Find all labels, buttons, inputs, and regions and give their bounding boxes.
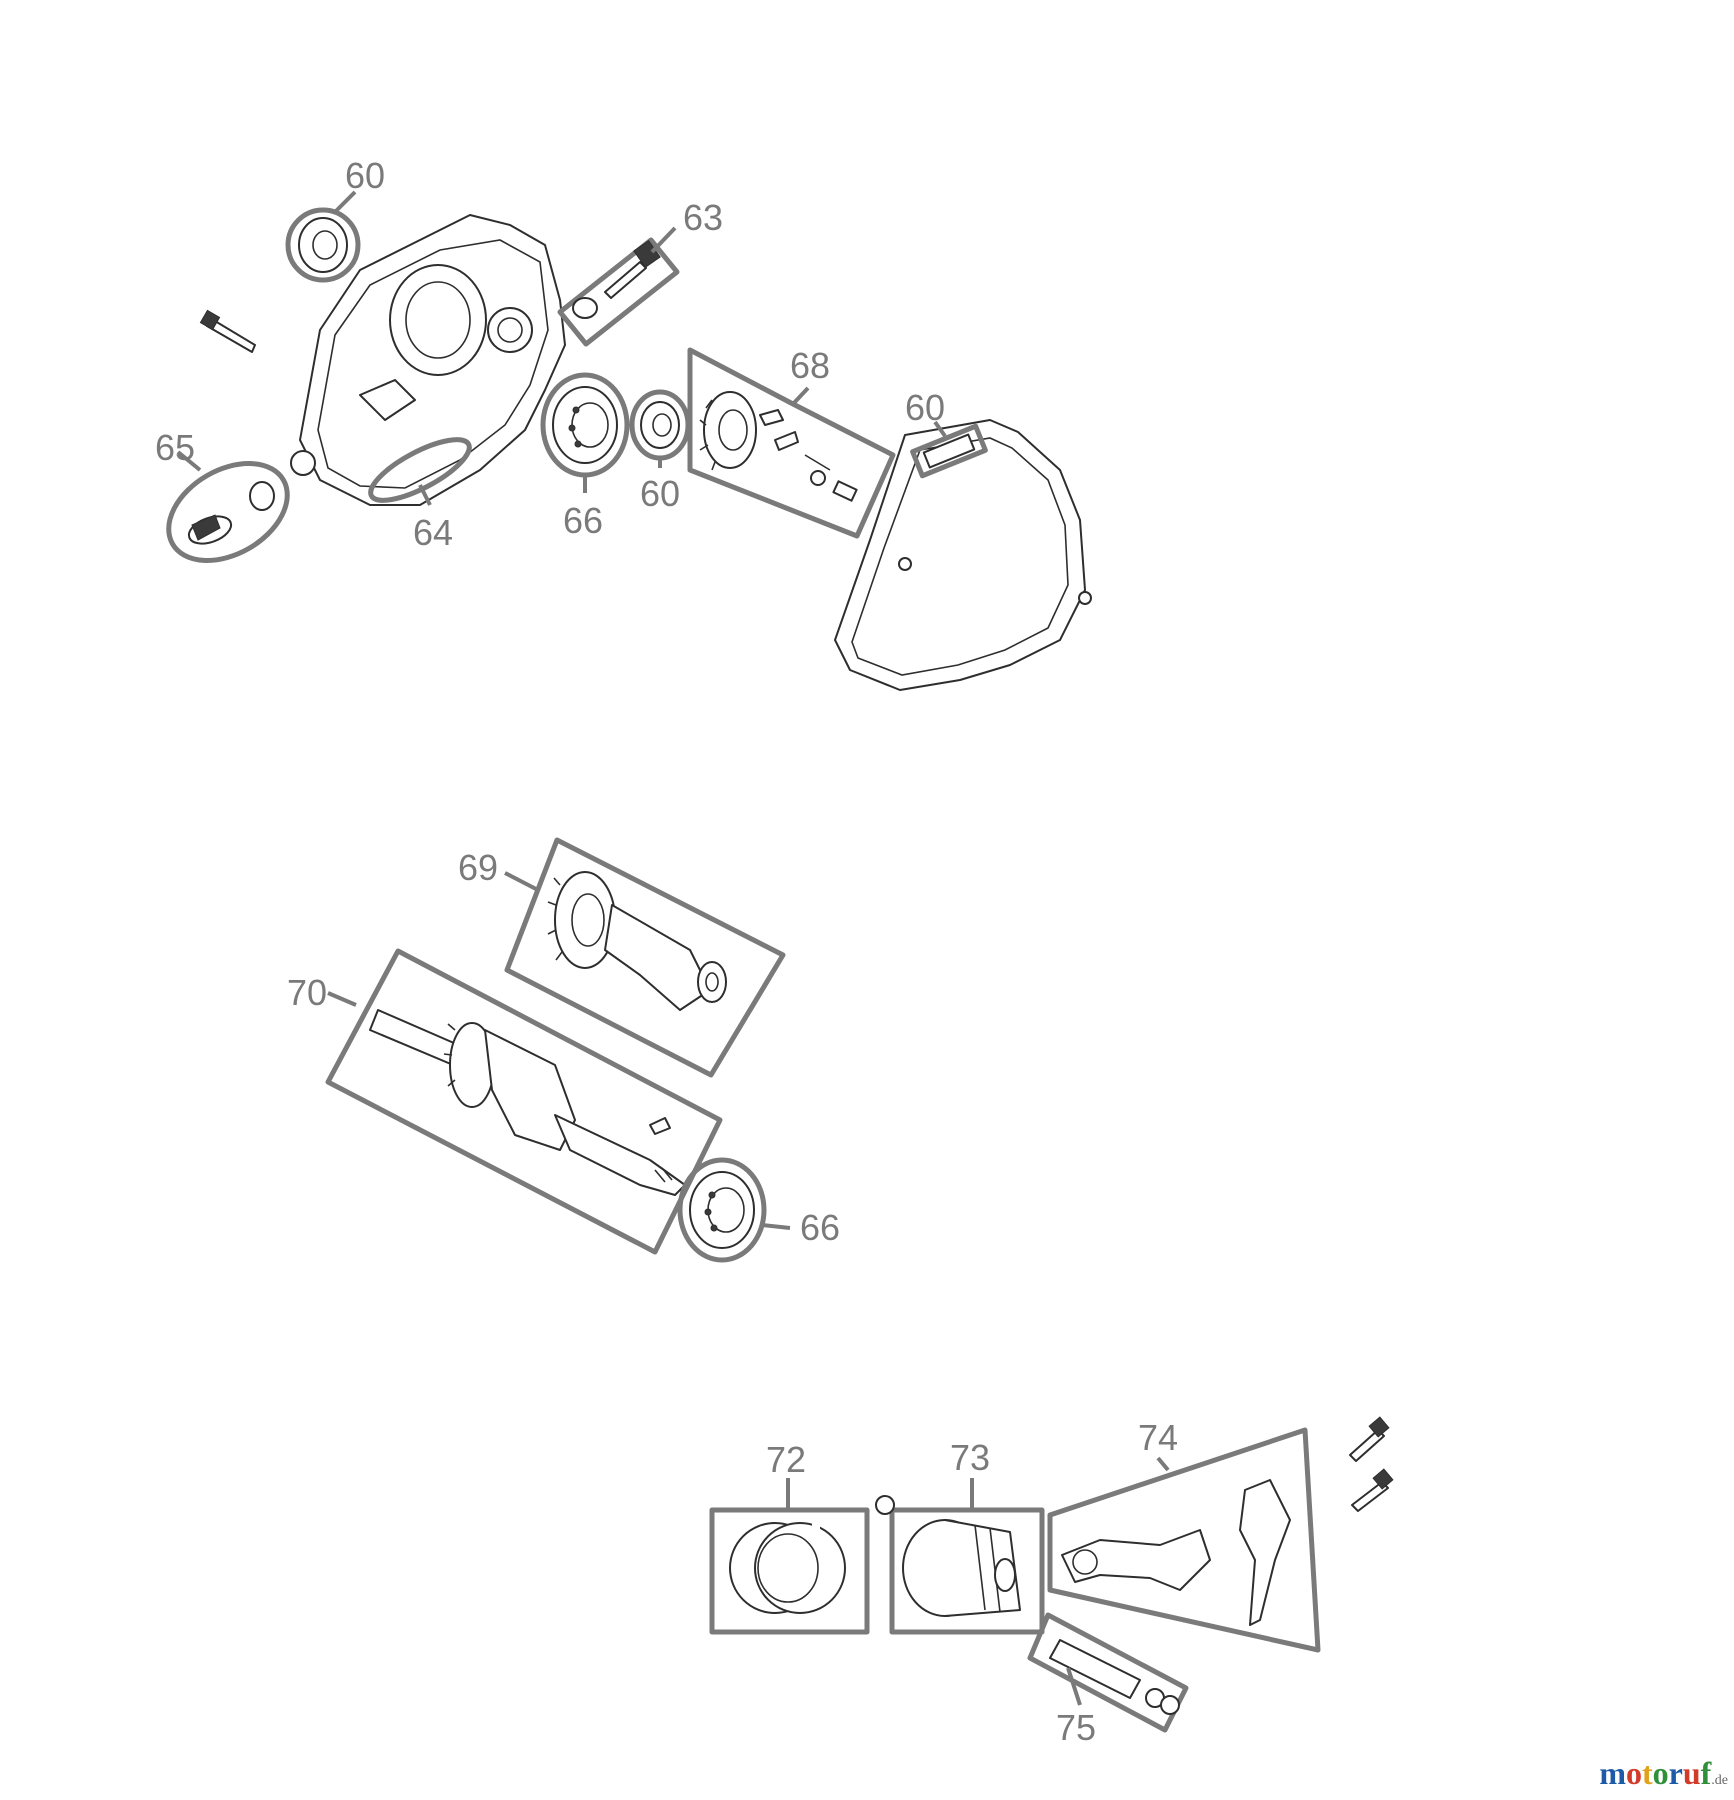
watermark-logo: motoruf.de bbox=[1599, 1755, 1728, 1792]
governor-68 bbox=[687, 347, 896, 539]
crankshaft-70 bbox=[325, 948, 723, 1255]
oil-seal-60c bbox=[629, 389, 691, 461]
callout-66b: 66 bbox=[800, 1207, 840, 1248]
callout-74: 74 bbox=[1138, 1417, 1178, 1458]
watermark-suffix: .de bbox=[1711, 1773, 1728, 1788]
piston-73 bbox=[875, 1495, 1045, 1635]
callout-63: 63 bbox=[683, 197, 723, 238]
watermark-letters: motoruf bbox=[1599, 1755, 1712, 1791]
callout-60a: 60 bbox=[345, 155, 385, 196]
callout-66a: 66 bbox=[563, 500, 603, 541]
callout-60b: 60 bbox=[905, 387, 945, 428]
connecting-rod-74 bbox=[1047, 1427, 1321, 1653]
callout-75: 75 bbox=[1056, 1707, 1096, 1748]
bolts-right bbox=[1349, 1416, 1394, 1512]
callout-70: 70 bbox=[287, 972, 327, 1013]
callout-68: 68 bbox=[790, 345, 830, 386]
callout-73: 73 bbox=[950, 1437, 990, 1478]
piston-pin-75 bbox=[1027, 1612, 1189, 1733]
seal-strip-64 bbox=[368, 437, 472, 503]
gasket bbox=[834, 419, 1092, 691]
callout-60c: 60 bbox=[640, 473, 680, 514]
callout-64: 64 bbox=[413, 512, 453, 553]
bearing-66b bbox=[677, 1157, 767, 1263]
oil-seal-60a bbox=[285, 207, 361, 283]
bearing-66a bbox=[540, 372, 630, 478]
crankcase-cover bbox=[290, 214, 566, 506]
piston-rings-72 bbox=[709, 1507, 870, 1635]
drain-plug-63 bbox=[557, 237, 680, 347]
callout-65: 65 bbox=[155, 427, 195, 468]
callout-72: 72 bbox=[766, 1439, 806, 1480]
oil-filler-65 bbox=[166, 461, 290, 563]
bolt-left bbox=[199, 309, 256, 353]
callout-69: 69 bbox=[458, 847, 498, 888]
camshaft-69 bbox=[504, 837, 786, 1078]
